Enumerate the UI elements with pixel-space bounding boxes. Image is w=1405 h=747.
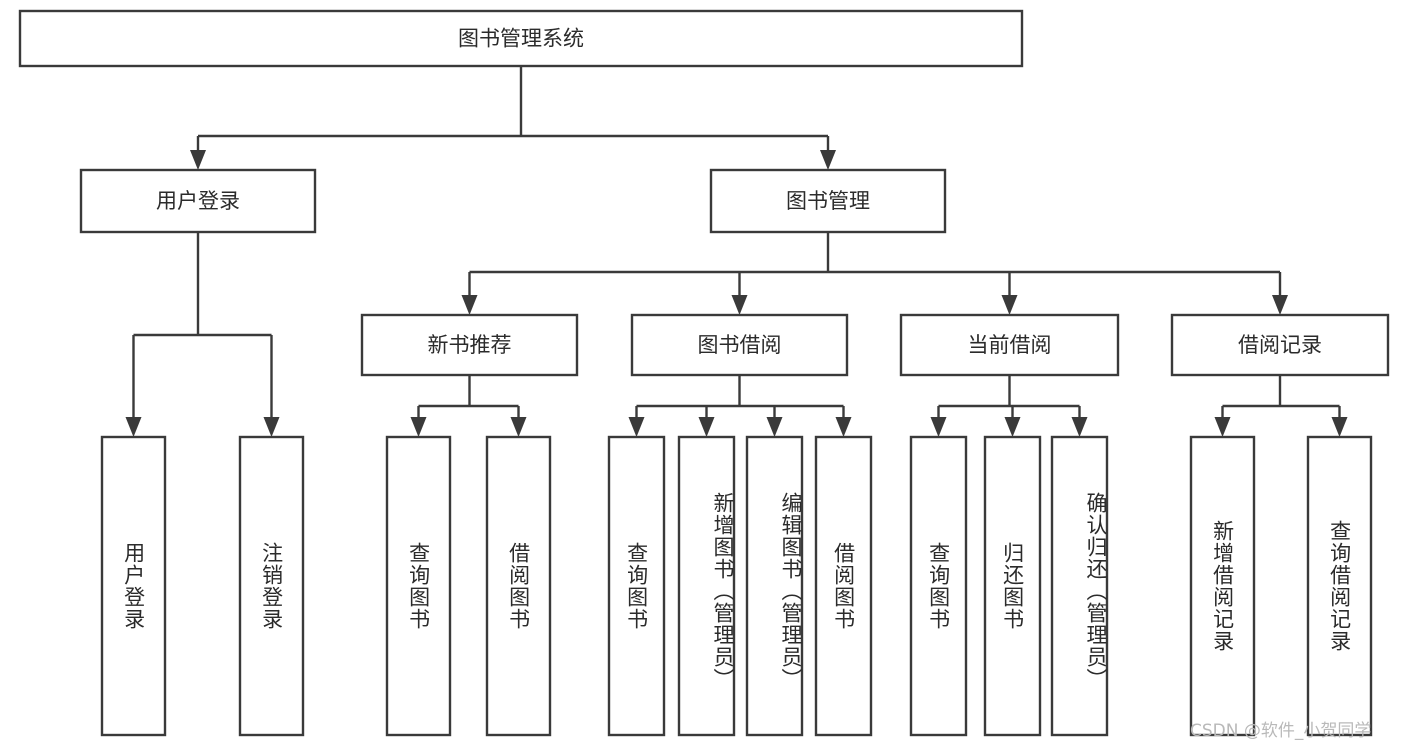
node-box-leaf-user-login[interactable]	[100, 435, 167, 737]
node-label-current-borrow: 当前借阅	[968, 333, 1052, 357]
arrow-head-icon	[190, 150, 206, 170]
node-box-leaf-add-record[interactable]	[1189, 435, 1256, 737]
arrow-head-icon	[510, 417, 527, 437]
arrow-head-icon	[820, 150, 836, 170]
node-box-new-book-recommend[interactable]	[360, 313, 579, 377]
arrow-head-icon	[125, 417, 142, 437]
node-box-leaf-query-book-rec[interactable]	[385, 435, 452, 737]
node-label-user-login: 用户登录	[156, 189, 240, 213]
node-label-book-manage: 图书管理	[786, 189, 870, 213]
arrow-head-icon	[766, 417, 783, 437]
node-box-borrow-record[interactable]	[1170, 313, 1390, 377]
node-box-leaf-confirm-return[interactable]	[1050, 435, 1109, 737]
node-box-root[interactable]	[18, 9, 1024, 68]
arrow-head-icon	[1004, 417, 1021, 437]
arrow-head-icon	[1331, 417, 1348, 437]
arrow-head-icon	[1071, 417, 1088, 437]
node-box-current-borrow[interactable]	[899, 313, 1120, 377]
node-box-leaf-edit-book[interactable]	[745, 435, 804, 737]
arrow-head-icon	[1001, 295, 1018, 315]
arrow-head-icon	[1214, 417, 1231, 437]
node-box-leaf-return-book[interactable]	[983, 435, 1042, 737]
node-box-book-manage[interactable]	[709, 168, 947, 234]
arrow-head-icon	[1272, 295, 1288, 315]
node-box-leaf-query-record[interactable]	[1306, 435, 1373, 737]
node-label-borrow-record: 借阅记录	[1238, 333, 1322, 357]
arrow-head-icon	[930, 417, 947, 437]
arrow-head-icon	[698, 417, 715, 437]
node-box-leaf-query-book-borrow[interactable]	[607, 435, 666, 737]
arrow-head-icon	[461, 295, 478, 315]
node-box-leaf-add-book[interactable]	[677, 435, 736, 737]
node-box-book-borrow[interactable]	[630, 313, 849, 377]
node-box-leaf-borrow-book-rec[interactable]	[485, 435, 552, 737]
node-label-book-borrow: 图书借阅	[698, 333, 782, 357]
watermark-text: CSDN @软件_小贺同学	[1190, 721, 1372, 741]
node-label-root: 图书管理系统	[458, 27, 584, 51]
node-box-leaf-user-logout[interactable]	[238, 435, 305, 737]
arrow-head-icon	[628, 417, 645, 437]
node-label-new-book-recommend: 新书推荐	[428, 333, 512, 357]
node-box-leaf-query-book-current[interactable]	[909, 435, 968, 737]
arrow-head-icon	[410, 417, 427, 437]
node-box-user-login[interactable]	[79, 168, 317, 234]
node-box-leaf-borrow-book[interactable]	[814, 435, 873, 737]
arrow-head-icon	[835, 417, 852, 437]
arrow-head-icon	[263, 417, 280, 437]
arrow-head-icon	[731, 295, 748, 315]
